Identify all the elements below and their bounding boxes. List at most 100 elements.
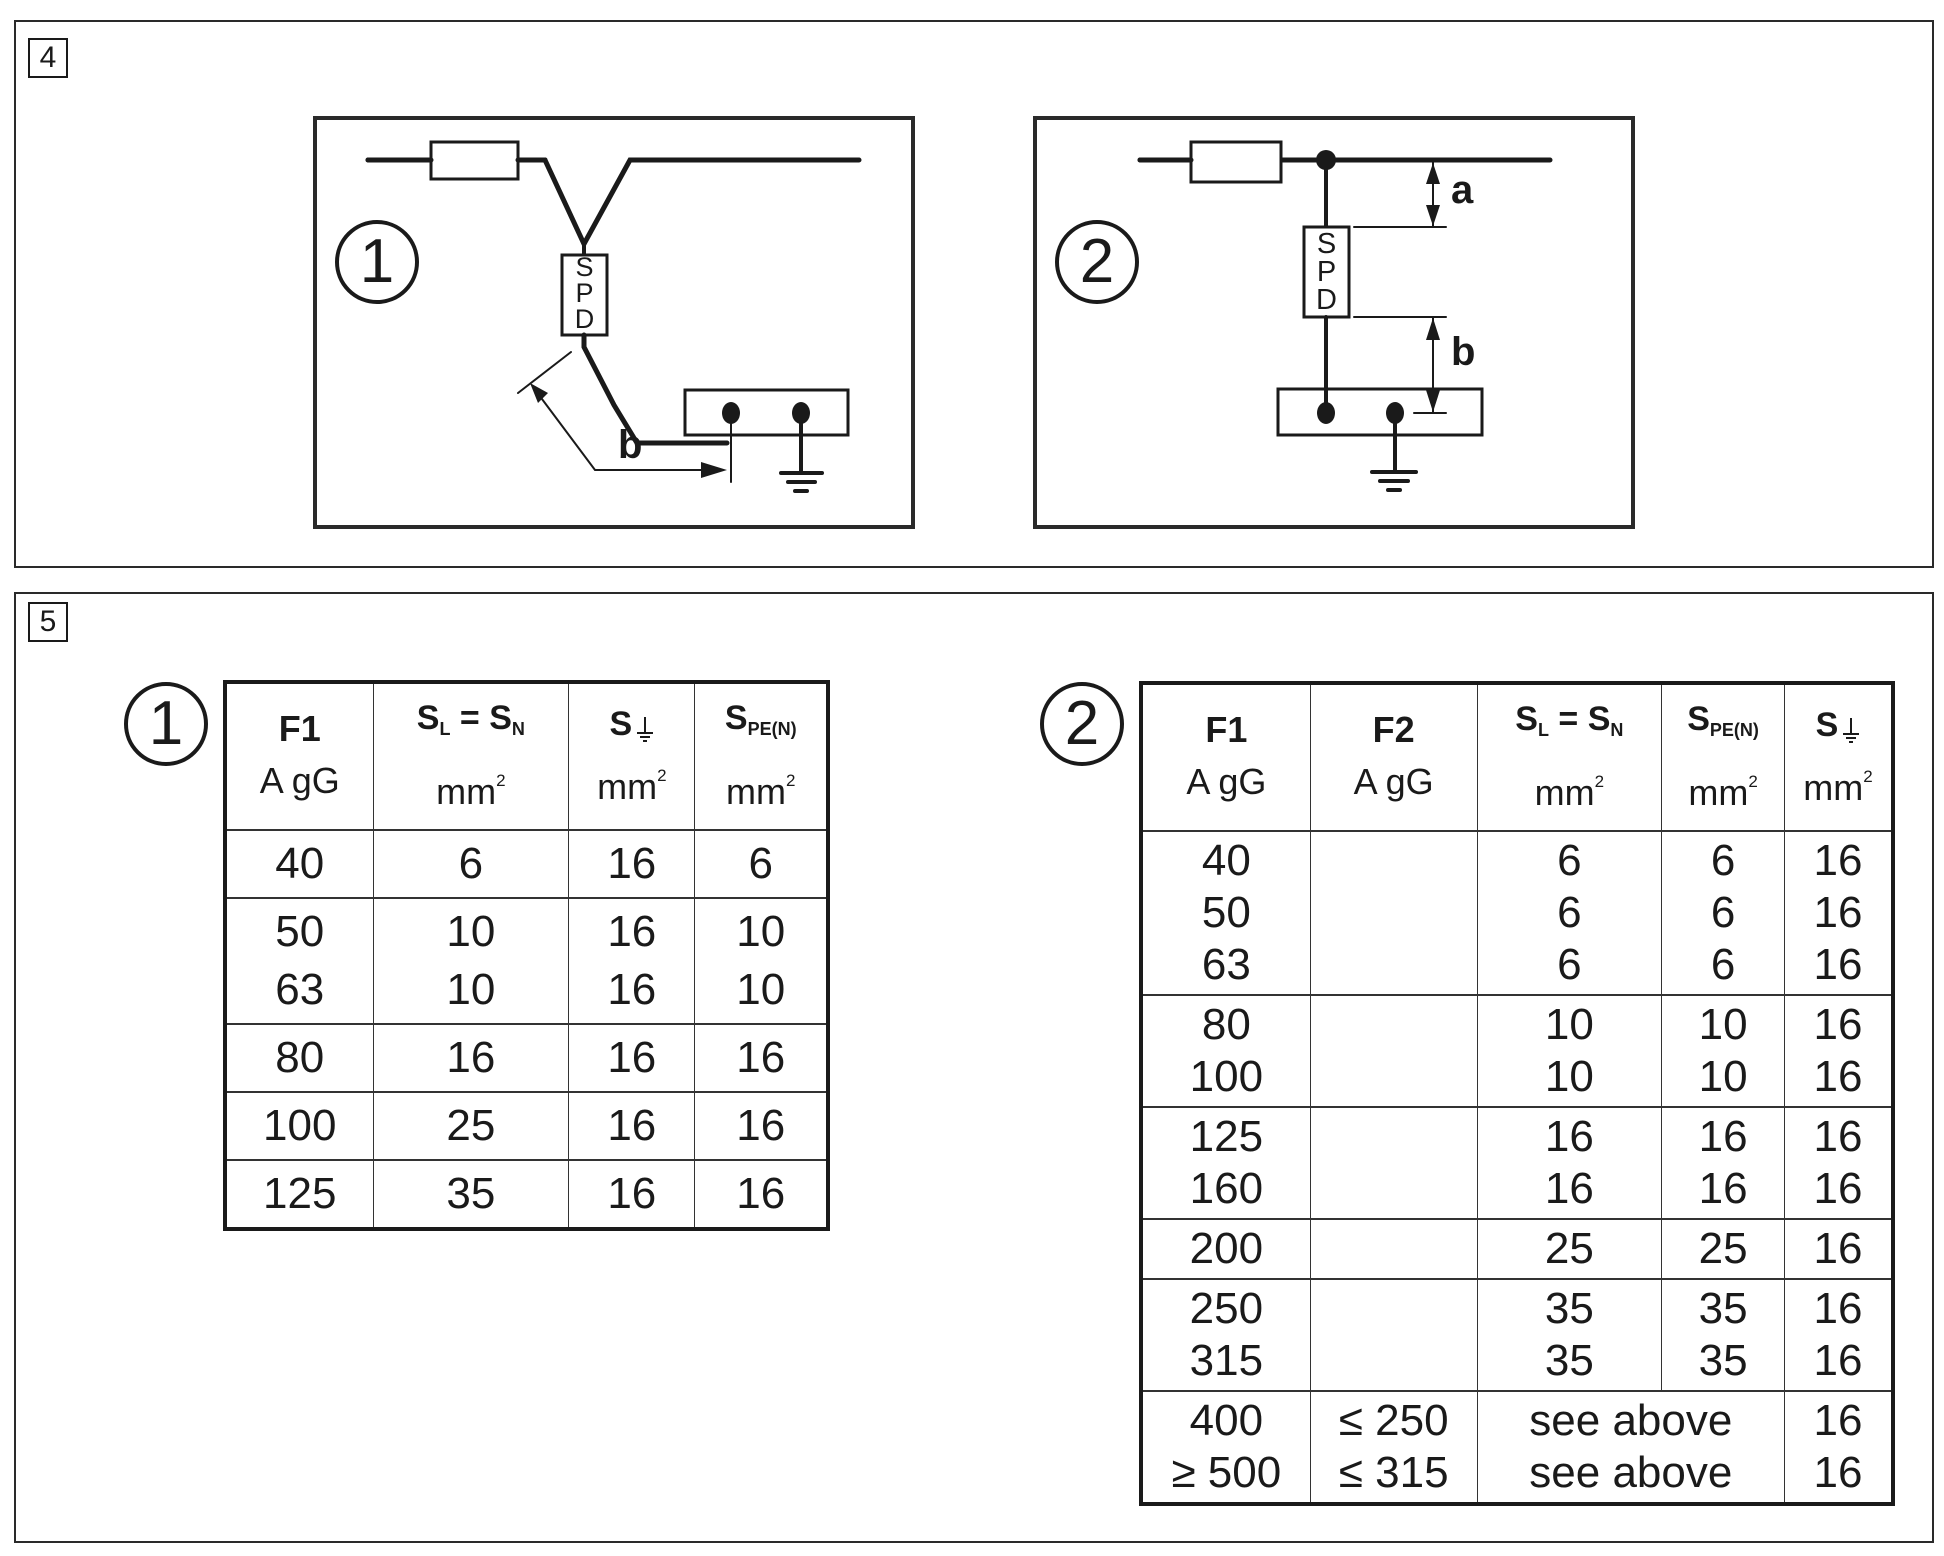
table-cell: 16	[1661, 1106, 1786, 1163]
terminal-dot	[722, 402, 740, 424]
diagram-1-spd-label: S P D	[574, 252, 595, 334]
table-cell: 25	[1476, 1218, 1663, 1279]
header-symbol: S	[1785, 691, 1891, 752]
unit-superscript: 2	[1748, 772, 1758, 791]
table-cell: 6	[1476, 887, 1663, 939]
table-cell: 40	[224, 829, 374, 898]
fuse-icon	[429, 140, 520, 181]
table-cell: 16	[1784, 994, 1894, 1051]
header-symbol: SPE(N)	[695, 684, 826, 756]
column-header: SPE(N)mm2	[1661, 683, 1786, 832]
table-cell	[1309, 1163, 1478, 1219]
diagram-2-spd-label: S P D	[1316, 228, 1337, 316]
header-symbol: F2	[1311, 697, 1477, 757]
unit-superscript: 2	[1594, 772, 1605, 791]
column-header: SPE(N)mm2	[694, 682, 829, 831]
header-unit: mm2	[1785, 752, 1891, 825]
header-unit: A gG	[1311, 757, 1477, 819]
table-cell: 16	[1784, 887, 1894, 939]
table-2-number: 2	[1040, 682, 1124, 766]
header-cross-section: S	[489, 699, 512, 737]
header-unit: A gG	[1143, 757, 1310, 819]
table-cell: 35	[1476, 1278, 1663, 1335]
table-cell: 10	[372, 897, 570, 961]
table-cell	[1309, 1051, 1478, 1107]
fuse-f2: ≤ 250	[1309, 1390, 1478, 1447]
table-cell: 16	[694, 1091, 829, 1160]
unit-superscript: 2	[1863, 766, 1873, 786]
diagram-1-dimension-b: b	[618, 423, 643, 467]
header-cross-section: S	[416, 699, 440, 737]
table-cell: 50	[1140, 887, 1311, 939]
table-cell: 16	[1784, 1163, 1894, 1219]
table-cell: 10	[372, 961, 570, 1024]
table-cell	[1309, 1335, 1478, 1391]
table-cell: 35	[1661, 1278, 1786, 1335]
table-cell: 16	[1784, 1278, 1894, 1335]
table-cell: 100	[1140, 1051, 1311, 1107]
table-cell: 25	[1661, 1218, 1786, 1279]
busbar-box	[683, 388, 850, 437]
ground-icon	[1843, 717, 1860, 743]
table-cell: 63	[224, 961, 374, 1024]
unit-text: mm	[726, 771, 786, 812]
table-cell: 40	[1140, 830, 1311, 887]
table-cell	[1309, 830, 1478, 887]
unit-superscript: 2	[496, 771, 506, 790]
table-cell	[1309, 994, 1478, 1051]
unit-text: A gG	[1186, 760, 1267, 802]
table-cell: 6	[1476, 830, 1663, 887]
table-cell: 10	[1661, 994, 1786, 1051]
diagram-1-number: 1	[335, 220, 419, 304]
ground-cross-section: 16	[1784, 1447, 1894, 1504]
header-subscript: PE(N)	[1709, 720, 1759, 740]
header-subscript: N	[1610, 720, 1624, 740]
header-subscript: PE(N)	[747, 719, 797, 739]
diagram-2-dimension-b: b	[1451, 330, 1476, 374]
header-cross-section: S	[1587, 700, 1611, 738]
figure-5-label: 5	[28, 602, 68, 642]
table-cell: 160	[1140, 1163, 1311, 1219]
header-symbol: S	[569, 690, 694, 751]
table-cell: 6	[372, 829, 570, 898]
header-symbol: SL = SN	[1478, 685, 1662, 757]
diagram-2-dimension-a: a	[1451, 168, 1474, 212]
diagram-2-number: 2	[1055, 220, 1139, 304]
spd-box	[560, 253, 609, 337]
table-cell: 16	[568, 829, 696, 898]
table-cell	[1309, 887, 1478, 939]
diagram-1-frame	[313, 116, 915, 529]
header-symbol: SPE(N)	[1662, 685, 1784, 757]
table-cell: 16	[1476, 1106, 1663, 1163]
table-cell	[1309, 1106, 1478, 1163]
ground-cross-section: 16	[1784, 1390, 1894, 1447]
ground-icon	[637, 716, 654, 742]
table-cell: 35	[372, 1159, 570, 1229]
table-cell: 35	[1476, 1335, 1663, 1391]
header-cross-section: S	[1515, 700, 1538, 738]
table-cell: 125	[224, 1159, 374, 1229]
table-cell: 16	[568, 1091, 696, 1160]
fuse-f1: ≥ 500	[1140, 1447, 1311, 1504]
header-unit: mm2	[695, 756, 826, 829]
table-cell: 10	[1661, 1051, 1786, 1107]
see-above-cell: see above	[1476, 1390, 1786, 1447]
table-cell: 315	[1140, 1335, 1311, 1391]
